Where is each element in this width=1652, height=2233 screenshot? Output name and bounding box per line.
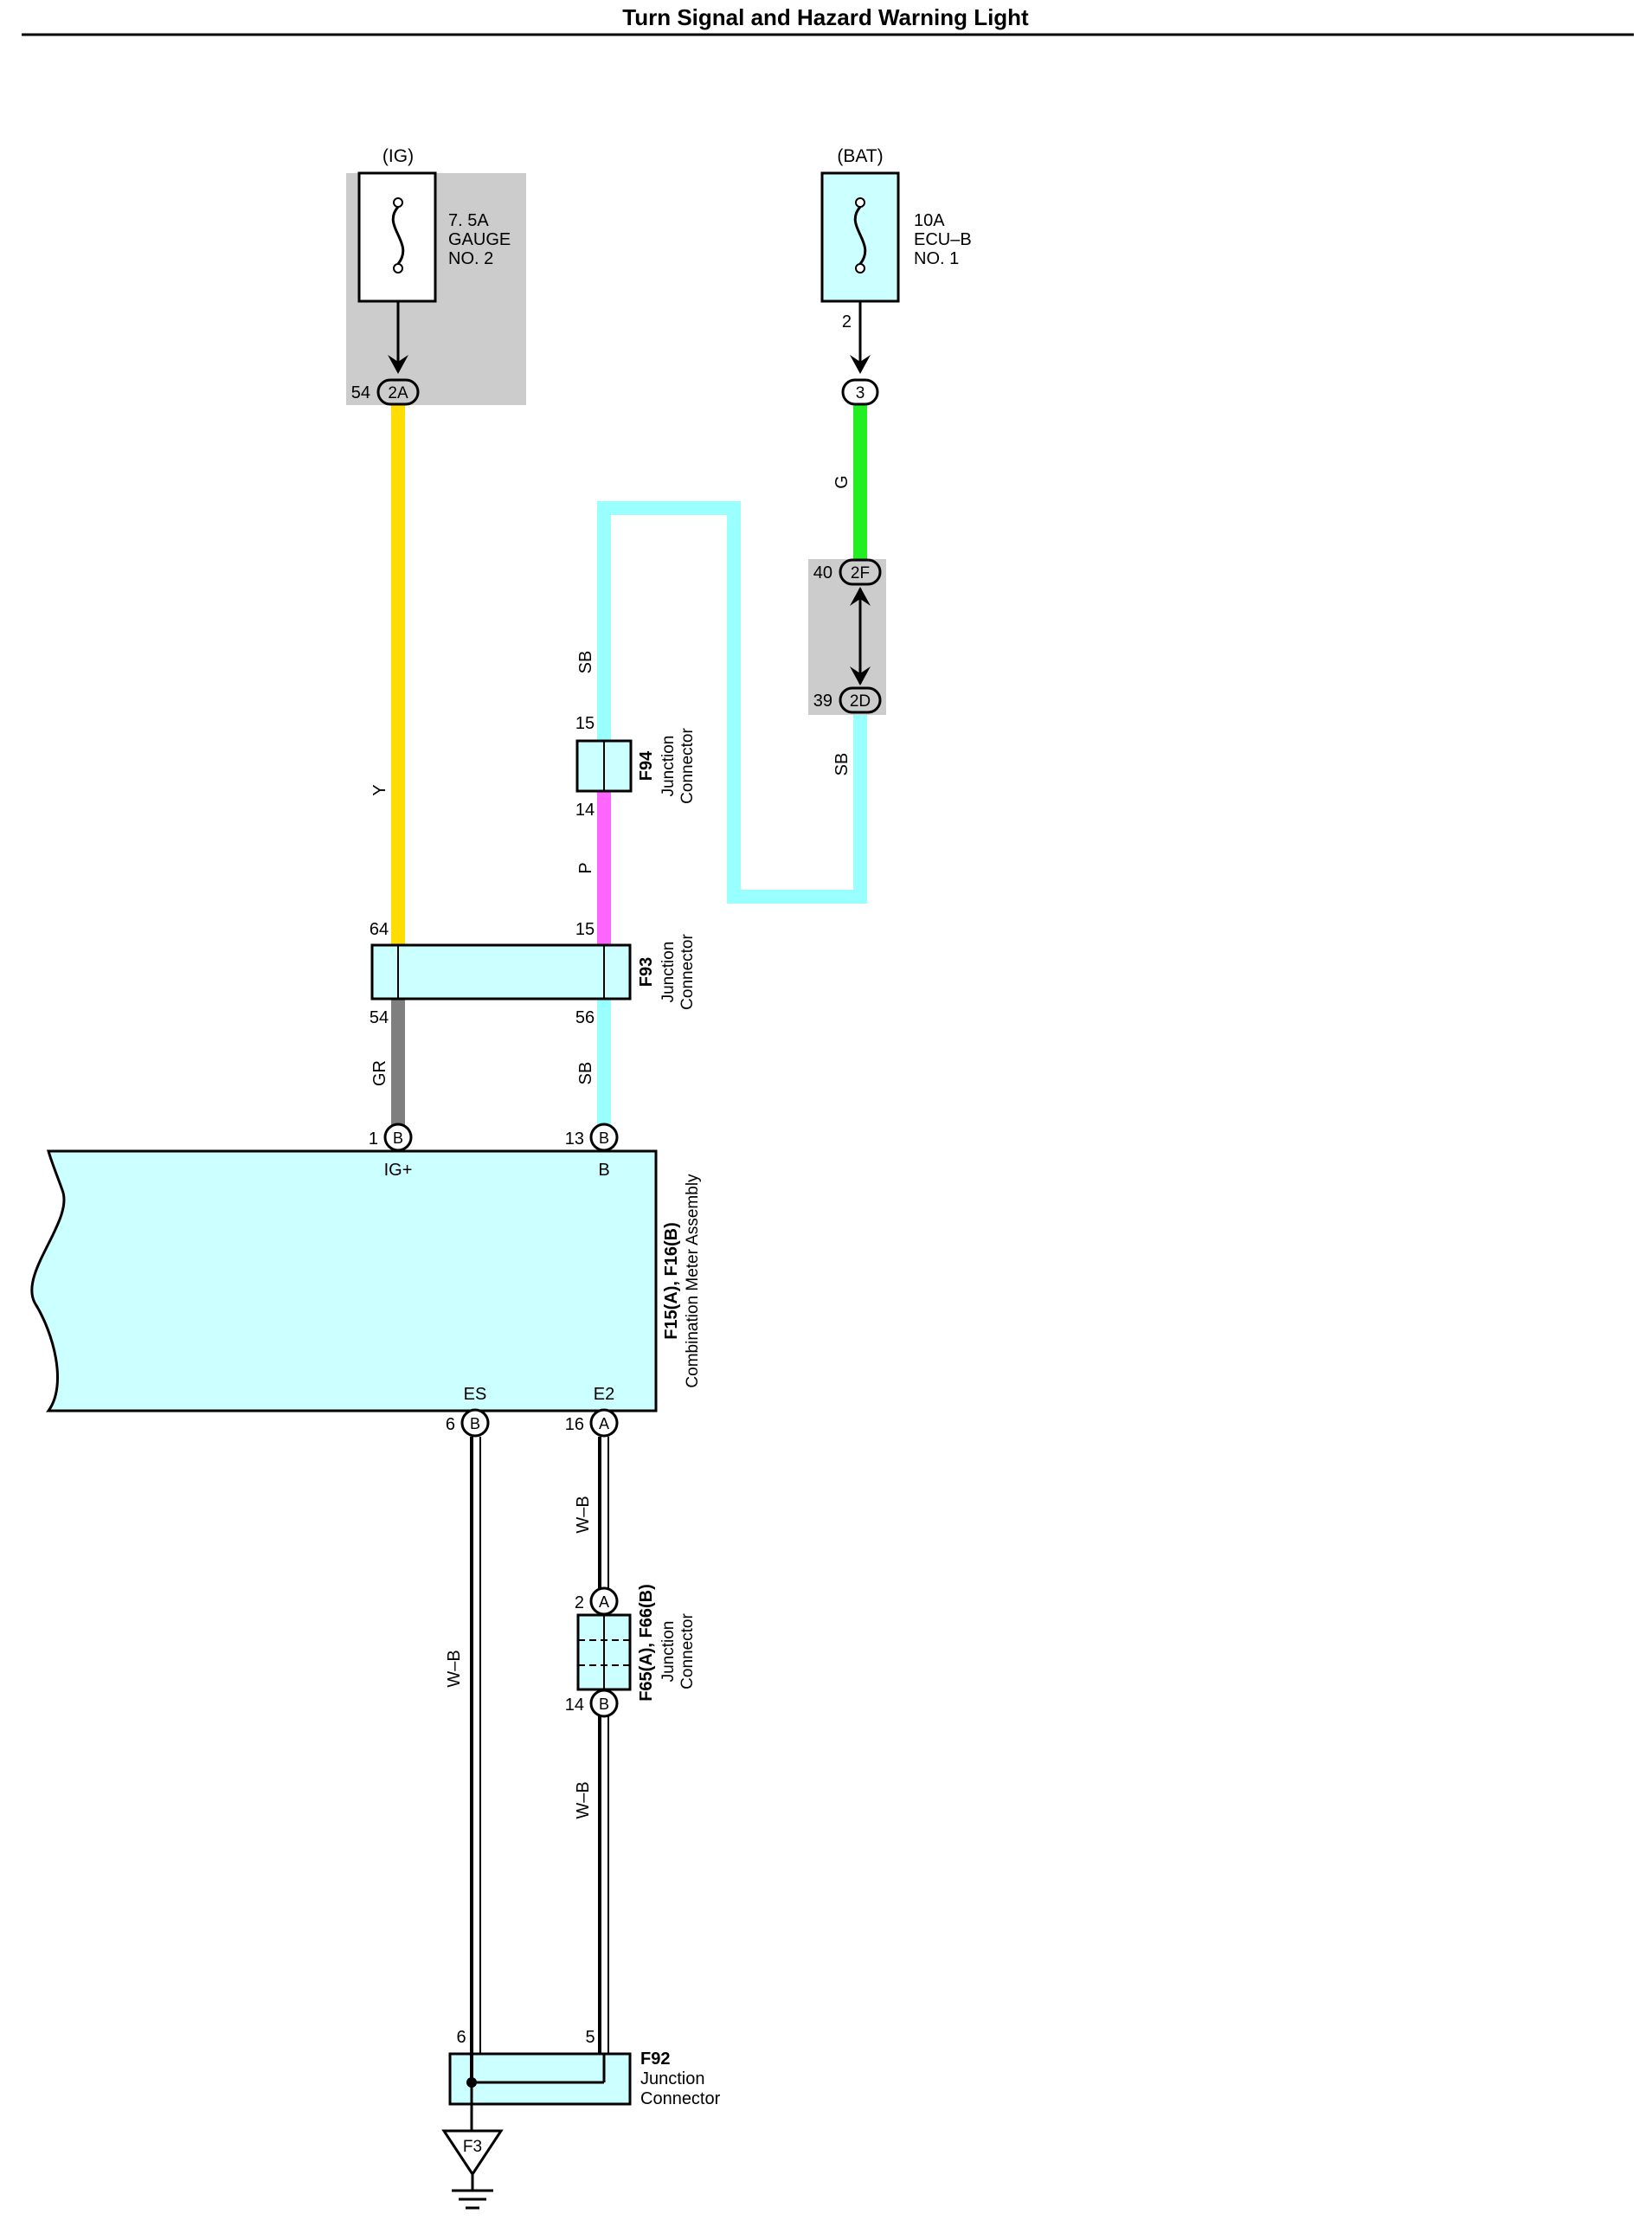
junction-terminal-3: 3 <box>841 378 879 406</box>
wire-label-sb-right: SB <box>832 753 852 776</box>
fuse-terminal-icon <box>393 263 403 273</box>
svg-text:3: 3 <box>856 384 865 402</box>
wire-label-y: Y <box>370 784 389 795</box>
meter-pin-num-13: 13 <box>565 1129 584 1149</box>
wire-label-gr: GR <box>370 1060 389 1086</box>
f93-pin-bottom-right: 56 <box>575 1008 595 1027</box>
meter-pin-label-igplus: IG+ <box>384 1161 413 1180</box>
meter-name: Combination Meter Assembly <box>684 1174 702 1388</box>
junction-terminal-2A: 2A <box>376 378 420 406</box>
junction-pin-2A: 54 <box>351 383 370 402</box>
f92-code: F92 <box>640 2050 670 2069</box>
wire-label-wb-upper: W–B <box>574 1496 593 1533</box>
f93-pin-top-left: 64 <box>370 920 389 939</box>
f92-pin-left: 6 <box>456 2028 466 2047</box>
meter-pin-e2: A <box>589 1408 619 1438</box>
f94-pin-bottom: 14 <box>575 801 595 820</box>
ig-fuse-rating: 7. 5A <box>448 211 489 230</box>
f94-label-line1: Junction <box>659 736 678 797</box>
meter-pin-num-1: 1 <box>369 1129 378 1149</box>
wire-label-sb-lower: SB <box>576 1062 595 1085</box>
bat-supply-label: (BAT) <box>837 146 883 166</box>
arrow-up-icon <box>850 587 871 606</box>
svg-text:2F: 2F <box>851 564 870 582</box>
svg-text:B: B <box>470 1415 480 1432</box>
svg-text:2D: 2D <box>850 692 871 711</box>
meter-pin-label-e2: E2 <box>594 1385 614 1404</box>
wire-sb-loop <box>597 501 867 904</box>
fuse-element-icon <box>853 206 867 265</box>
meter-pin-es: B <box>460 1408 490 1438</box>
meter-pin-label-b: B <box>598 1161 609 1180</box>
fuse-terminal-icon <box>855 263 865 273</box>
fuse-element-icon <box>391 206 405 265</box>
f93-label-line2: Connector <box>678 934 697 1010</box>
connector-f94 <box>575 739 633 793</box>
f93-pin-top-right: 15 <box>575 920 595 939</box>
fuse-terminal-icon <box>393 197 403 208</box>
bat-fuse-name: ECU–B <box>914 230 972 249</box>
connector-f93 <box>370 943 632 1001</box>
svg-text:2A: 2A <box>388 384 408 402</box>
meter-pin-num-6: 6 <box>446 1415 455 1434</box>
meter-pin-igplus: B <box>383 1123 413 1152</box>
bat-fuse <box>820 171 900 303</box>
svg-text:B: B <box>393 1129 403 1147</box>
wire-label-wb-left: W–B <box>445 1650 464 1687</box>
svg-text:B: B <box>599 1696 609 1713</box>
svg-text:A: A <box>599 1415 609 1432</box>
f65-label-line1: Junction <box>659 1621 678 1683</box>
ig-fuse <box>357 171 437 303</box>
wire-label-p: P <box>576 862 595 873</box>
combination-meter-body <box>30 1149 658 1413</box>
f94-pin-top: 15 <box>575 714 595 733</box>
meter-pin-b: B <box>589 1123 619 1152</box>
f93-label-line1: Junction <box>659 942 678 1003</box>
f92-label-line2: Connector <box>640 2089 721 2108</box>
arrow-down-icon <box>850 666 871 685</box>
f65-label-line2: Connector <box>678 1613 697 1689</box>
bat-fuse-rating: 10A <box>914 211 945 230</box>
bat-fuse-number: NO. 1 <box>914 249 959 268</box>
f65-pin-top: 2 <box>575 1593 584 1612</box>
f65-code: F65(A), F66(B) <box>637 1584 656 1702</box>
f92-label-line1: Junction <box>640 2069 705 2088</box>
ground-icon <box>441 2129 504 2210</box>
f94-code: F94 <box>637 750 656 781</box>
wire-wb-lower <box>598 1715 609 2064</box>
wire-wb-upper <box>598 1437 609 1591</box>
f65-pin-bottom: 14 <box>565 1696 584 1715</box>
wire-label-wb-lower: W–B <box>574 1781 593 1818</box>
connector-f65-f66 <box>576 1613 632 1691</box>
page-title: Turn Signal and Hazard Warning Light <box>622 4 1029 30</box>
arrow-down-icon <box>850 355 871 374</box>
junction-pin-2F: 40 <box>813 563 832 582</box>
junction-terminal-2D: 2D <box>839 686 882 714</box>
wire-label-sb-upper: SB <box>576 651 595 674</box>
ig-fuse-name: GAUGE <box>448 230 511 249</box>
junction-pin-2D: 39 <box>813 692 832 711</box>
wire-wb-left <box>470 1437 481 2082</box>
fuse-terminal-icon <box>855 197 865 208</box>
ground-code: F3 <box>463 2138 482 2156</box>
arrow-down-icon <box>388 355 408 374</box>
f92-pin-right: 5 <box>585 2028 595 2047</box>
f65-pin-bottom-terminal: B <box>589 1689 619 1718</box>
svg-text:A: A <box>599 1593 609 1611</box>
f93-pin-bottom-left: 54 <box>370 1008 389 1027</box>
ig-supply-label: (IG) <box>382 146 414 166</box>
bat-fuse-pin: 2 <box>842 312 852 331</box>
junction-terminal-2F: 2F <box>839 558 882 586</box>
f94-label-line2: Connector <box>678 728 697 804</box>
f93-code: F93 <box>637 957 656 987</box>
wire-label-g: G <box>832 475 852 489</box>
meter-pin-label-es: ES <box>464 1385 487 1404</box>
f65-pin-top-terminal: A <box>589 1586 619 1616</box>
ig-fuse-number: NO. 2 <box>448 249 493 268</box>
connector-f92 <box>448 2052 632 2131</box>
meter-pin-num-16: 16 <box>565 1415 584 1434</box>
svg-text:B: B <box>599 1129 609 1147</box>
meter-code: F15(A), F16(B) <box>662 1222 681 1340</box>
